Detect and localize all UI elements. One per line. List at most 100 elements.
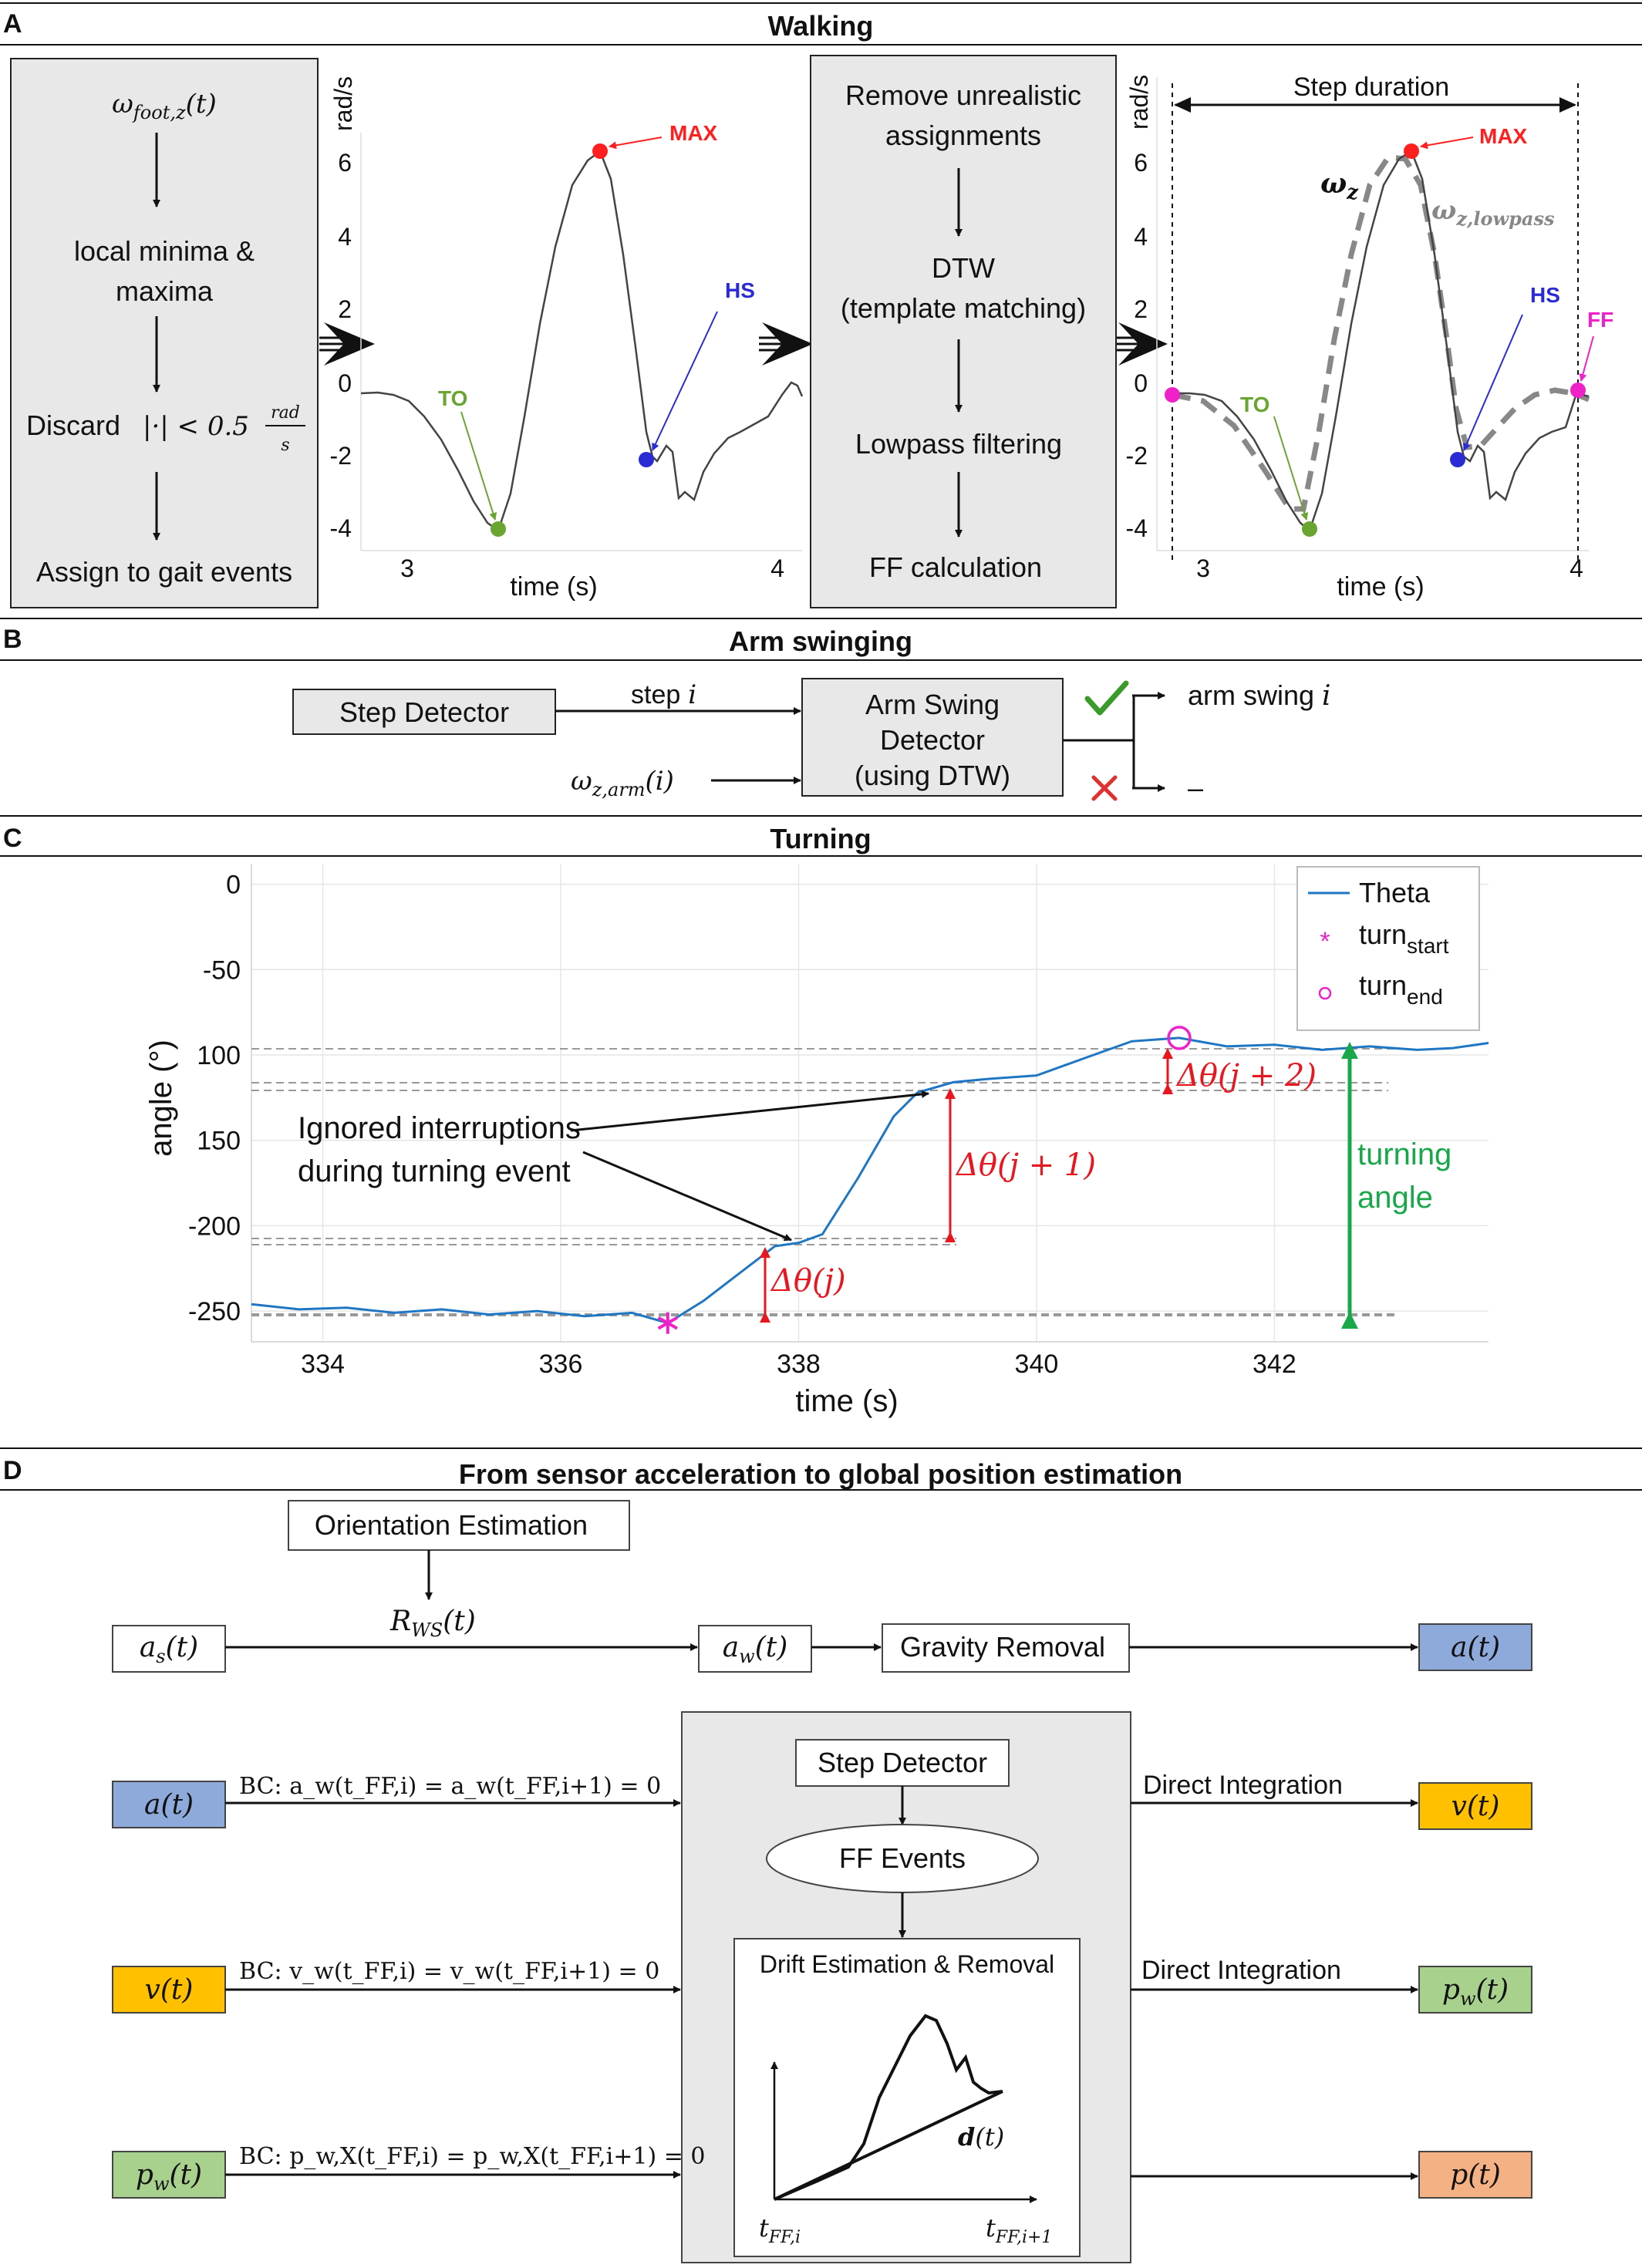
turning-y-tick: -200	[188, 1212, 241, 1241]
local-minima-label: local minima &	[74, 235, 255, 267]
turning-y-label: angle (°)	[144, 1040, 178, 1157]
turning-y-tick: 150	[197, 1127, 241, 1156]
panel-letter-c: C	[3, 824, 22, 853]
legend-theta-label: Theta	[1359, 877, 1431, 908]
plot2-y-tick-m2: -2	[1126, 442, 1148, 470]
legend-star-icon: *	[1320, 927, 1330, 956]
remove-unrealistic-label: Remove unrealistic	[845, 79, 1081, 111]
lowpass-filtering-label: Lowpass filtering	[855, 428, 1062, 460]
omega-z-label: ωz	[1320, 167, 1359, 204]
rws-label: RWS(t)	[389, 1606, 476, 1641]
panel-title-turning: Turning	[770, 823, 871, 854]
as-box	[112, 1625, 226, 1673]
flow-arrow-1	[319, 322, 375, 366]
template-matching-label: (template matching)	[841, 292, 1086, 324]
turning-x-tick: 334	[301, 1350, 345, 1379]
plot2-x-tick-4: 4	[1570, 554, 1583, 582]
discard-expression: |·| < 0.5	[143, 411, 249, 442]
a-input-box	[112, 1781, 226, 1828]
arm-swing-detector-box	[801, 678, 1064, 797]
turning-y-tick: 100	[197, 1041, 241, 1070]
using-dtw-label: (using DTW)	[855, 760, 1010, 791]
plot2-ff-marker-start	[1165, 387, 1180, 403]
plot1-to-marker	[491, 521, 506, 537]
discard-unit-numerator: rad	[271, 403, 300, 423]
theta-series-line	[251, 1036, 1489, 1325]
plot2-ff-label: FF	[1587, 308, 1613, 332]
panel-letter-a: A	[3, 9, 22, 39]
plot1-x-label: time (s)	[510, 572, 597, 602]
dt-label: d(t)	[958, 2122, 1004, 2152]
plot2-x-tick-3: 3	[1196, 554, 1210, 582]
plot1-y-tick-6: 6	[338, 149, 352, 177]
ff-step-detector-box	[795, 1739, 1010, 1787]
ff-calculation-label: FF calculation	[869, 551, 1042, 583]
a-output-box	[1418, 1623, 1532, 1671]
turning-angle-label-2: angle	[1357, 1181, 1433, 1215]
plot1-max-label: MAX	[669, 121, 718, 145]
turning-x-tick: 342	[1253, 1350, 1296, 1379]
arm-step-detector-label: Step Detector	[339, 696, 509, 728]
detector-label: Detector	[880, 724, 985, 756]
legend-turn-end-label: turnend	[1359, 969, 1443, 1009]
delta-theta-j2-label: Δθ(j + 2)	[1175, 1058, 1317, 1094]
plot1-y-unit: rad/s	[329, 76, 357, 131]
a-output-label: a(t)	[1451, 1632, 1500, 1663]
maxima-label: maxima	[116, 275, 214, 307]
panel-a: A Walking ωfoot,z(t) local minima & maxi…	[0, 2, 1642, 608]
bc-velocity-label: BC: v_w(t_FF,i) = v_w(t_FF,i+1) = 0	[239, 1958, 659, 1985]
plot1-y-tick-m2: -2	[330, 442, 352, 470]
p-output-label: p(t)	[1450, 2159, 1501, 2191]
aw-label: aw(t)	[723, 1632, 788, 1667]
v-output-label: v(t)	[1452, 1791, 1500, 1822]
plot2-y-tick-m4: -4	[1126, 514, 1148, 542]
v-input-label: v(t)	[145, 1974, 194, 2006]
drift-illustration: d(t) tFF,i tFF,i+1	[759, 2014, 1052, 2247]
assignments-label: assignments	[885, 120, 1041, 151]
plot1-x-tick-3: 3	[400, 554, 414, 582]
pw-output-label: pw(t)	[1442, 1974, 1509, 2010]
gravity-removal-box	[882, 1623, 1130, 1673]
turning-x-label: time (s)	[795, 1384, 898, 1418]
plot1-to-label: TO	[438, 386, 467, 410]
aw-box	[698, 1625, 812, 1673]
as-label: as(t)	[140, 1632, 198, 1667]
plot2-lowpass-line	[1172, 154, 1590, 512]
plot2-to-marker	[1302, 521, 1317, 537]
plot1-y-tick-0: 0	[338, 369, 352, 397]
dtw-label: DTW	[932, 252, 995, 284]
turning-x-tick: 338	[777, 1350, 821, 1379]
drift-estimation-label: Drift Estimation & Removal	[760, 1950, 1054, 1978]
turn-start-marker	[657, 1312, 678, 1334]
arm-swing-label: Arm Swing	[865, 689, 1000, 720]
turning-y-tick: -50	[203, 955, 241, 985]
plot2-y-unit: rad/s	[1125, 75, 1153, 130]
panel-title-walking: Walking	[768, 10, 874, 42]
assign-gait-events-label: Assign to gait events	[36, 556, 292, 588]
plot1-y-tick-4: 4	[338, 223, 352, 251]
omega-z-lowpass-label: ωz,lowpass	[1431, 195, 1555, 230]
turning-x-tick: 336	[539, 1350, 583, 1379]
plot2-y-tick-0: 0	[1134, 369, 1148, 397]
plot2-max-marker	[1404, 143, 1419, 159]
turning-x-tick: 340	[1015, 1350, 1059, 1379]
a-input-label: a(t)	[144, 1789, 194, 1821]
walking-plot-1: rad/s 6 4 2 0 -2 -4 3 4 time (s) MAX HS …	[329, 76, 804, 602]
plot2-omega-line	[1172, 150, 1590, 533]
tffi1-label: tFF,i+1	[986, 2213, 1052, 2247]
walking-plot-2: rad/s 6 4 2 0 -2 -4 3 4 time (s) Step du…	[1125, 72, 1613, 602]
plot2-x-label: time (s)	[1337, 572, 1424, 602]
direct-integration-label-2: Direct Integration	[1141, 1956, 1341, 1985]
plot1-hs-label: HS	[725, 278, 755, 302]
discard-unit-denominator: s	[281, 436, 289, 455]
cross-icon	[1091, 775, 1118, 801]
gravity-removal-label: Gravity Removal	[900, 1631, 1105, 1663]
plot2-y-tick-6: 6	[1134, 149, 1148, 177]
flow-arrow-2	[759, 322, 813, 366]
plot1-hs-marker	[639, 452, 654, 467]
discard-label: Discard	[26, 409, 120, 441]
